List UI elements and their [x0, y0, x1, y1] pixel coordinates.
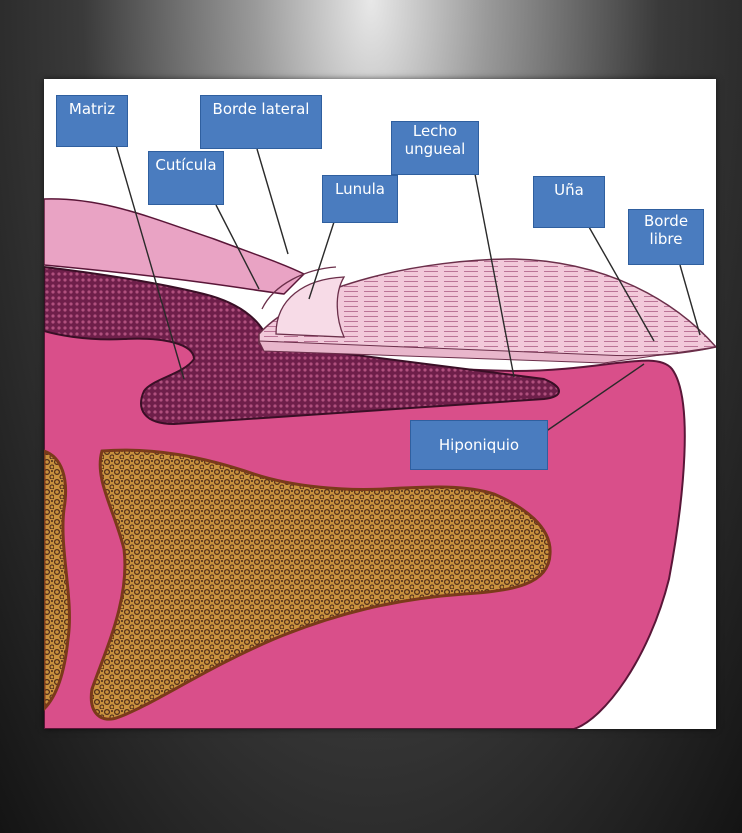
label-lunula: Lunula	[322, 175, 398, 223]
label-borde-lateral: Borde lateral	[200, 95, 322, 149]
label-matriz: Matriz	[56, 95, 128, 147]
diagram-panel: Matriz Borde lateral Cutícula Lecho ungu…	[44, 79, 716, 729]
label-borde-libre: Borde libre	[628, 209, 704, 265]
label-hiponiquio: Hiponiquio	[410, 420, 548, 470]
label-cuticula: Cutícula	[148, 151, 224, 205]
label-una: Uña	[533, 176, 605, 228]
label-lecho-ungueal: Lecho ungueal	[391, 121, 479, 175]
